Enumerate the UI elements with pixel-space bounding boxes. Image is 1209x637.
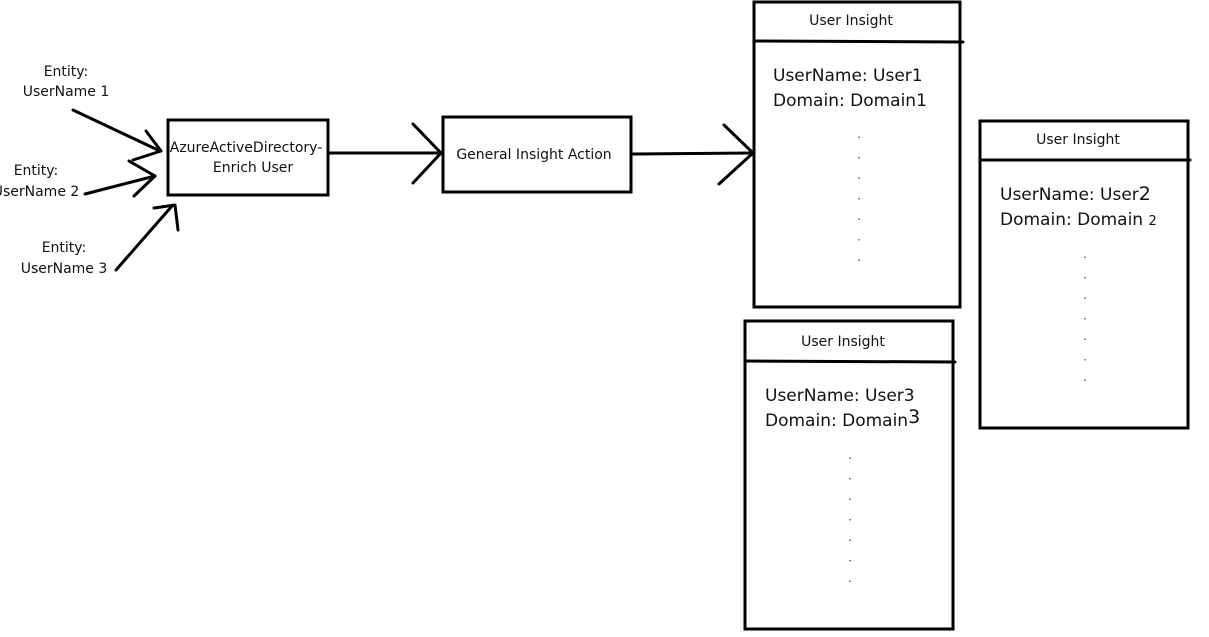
ellipsis-dot: . <box>1083 268 1087 282</box>
entity-1-line1: Entity: <box>44 64 89 80</box>
ellipsis-dot: . <box>857 148 861 162</box>
ellipsis-dot: . <box>857 230 861 244</box>
general-insight-label: General Insight Action <box>456 147 611 163</box>
ellipsis-dot: . <box>857 168 861 182</box>
ellipsis-dot: . <box>848 510 852 524</box>
user-insight-2-header: User Insight <box>1036 132 1120 148</box>
ellipsis-dot: . <box>848 551 852 565</box>
user-insight-3-header: User Insight <box>801 334 885 350</box>
user-insight-card-1: User Insight UserName: User1 Domain: Dom… <box>752 0 965 309</box>
ellipsis-dot: . <box>1083 247 1087 261</box>
ellipsis-dot: . <box>848 530 852 544</box>
user-insight-3-frame <box>743 319 955 631</box>
enrich-to-general-arrow <box>328 122 443 185</box>
user-insight-1-divider <box>752 39 965 44</box>
user-insight-1-username: UserName: User1 <box>773 66 923 86</box>
user-insight-1-ellipsis: ....... <box>857 127 861 264</box>
ellipsis-dot: . <box>1083 370 1087 384</box>
user-insight-card-2: User Insight UserName: User2 Domain: Dom… <box>978 119 1192 430</box>
general-insight-action: General Insight Action <box>441 115 633 194</box>
user-insight-3-divider <box>743 359 957 364</box>
ellipsis-dot: . <box>1083 288 1087 302</box>
user-insight-2-ellipsis: ....... <box>1083 247 1087 384</box>
entity-3-line2: UserName 3 <box>21 261 108 277</box>
entity-3-line1: Entity: <box>42 240 87 256</box>
user-insight-2-frame <box>978 119 1190 430</box>
entity-3-arrow <box>114 203 180 272</box>
enrich-user-line1: AzureActiveDirectory- <box>170 140 323 156</box>
user-insight-2-domain: Domain: Domain 2 <box>1000 210 1157 230</box>
ellipsis-dot: . <box>857 209 861 223</box>
ellipsis-dot: . <box>848 489 852 503</box>
entity-2-arrow <box>83 159 157 198</box>
ellipsis-dot: . <box>848 469 852 483</box>
ellipsis-dot: . <box>1083 350 1087 364</box>
general-to-insight-arrow <box>631 123 755 186</box>
ellipsis-dot: . <box>857 250 861 264</box>
ellipsis-dot: . <box>1083 309 1087 323</box>
user-insight-card-3: User Insight UserName: User3 Domain: Dom… <box>743 319 957 631</box>
user-insight-1-domain: Domain: Domain1 <box>773 91 927 111</box>
enrich-user-line2: Enrich User <box>213 160 294 176</box>
ellipsis-dot: . <box>857 127 861 141</box>
entity-1: Entity: UserName 1 <box>23 64 110 100</box>
ellipsis-dot: . <box>857 189 861 203</box>
ellipsis-dot: . <box>848 571 852 585</box>
enrich-user-action: AzureActiveDirectory- Enrich User <box>166 118 330 197</box>
entity-1-line2: UserName 1 <box>23 84 110 100</box>
ellipsis-dot: . <box>848 448 852 462</box>
user-insight-3-ellipsis: ....... <box>848 448 852 585</box>
user-insight-1-header: User Insight <box>809 13 893 29</box>
entity-2-line1: Entity: <box>14 163 59 179</box>
enrich-user-box <box>166 118 330 197</box>
entity-2-line2: UserName 2 <box>0 184 79 200</box>
entity-3: Entity: UserName 3 <box>21 240 108 277</box>
user-insight-3-username: UserName: User3 <box>765 386 915 406</box>
user-insight-3-domain: Domain: Domain3 <box>765 406 920 431</box>
ellipsis-dot: . <box>1083 329 1087 343</box>
entity-2: Entity: UserName 2 <box>0 163 79 200</box>
user-insight-1-frame <box>752 0 962 309</box>
entity-1-arrow <box>71 108 163 162</box>
general-insight-box <box>441 115 633 194</box>
user-insight-2-username: UserName: User2 <box>1000 183 1151 205</box>
